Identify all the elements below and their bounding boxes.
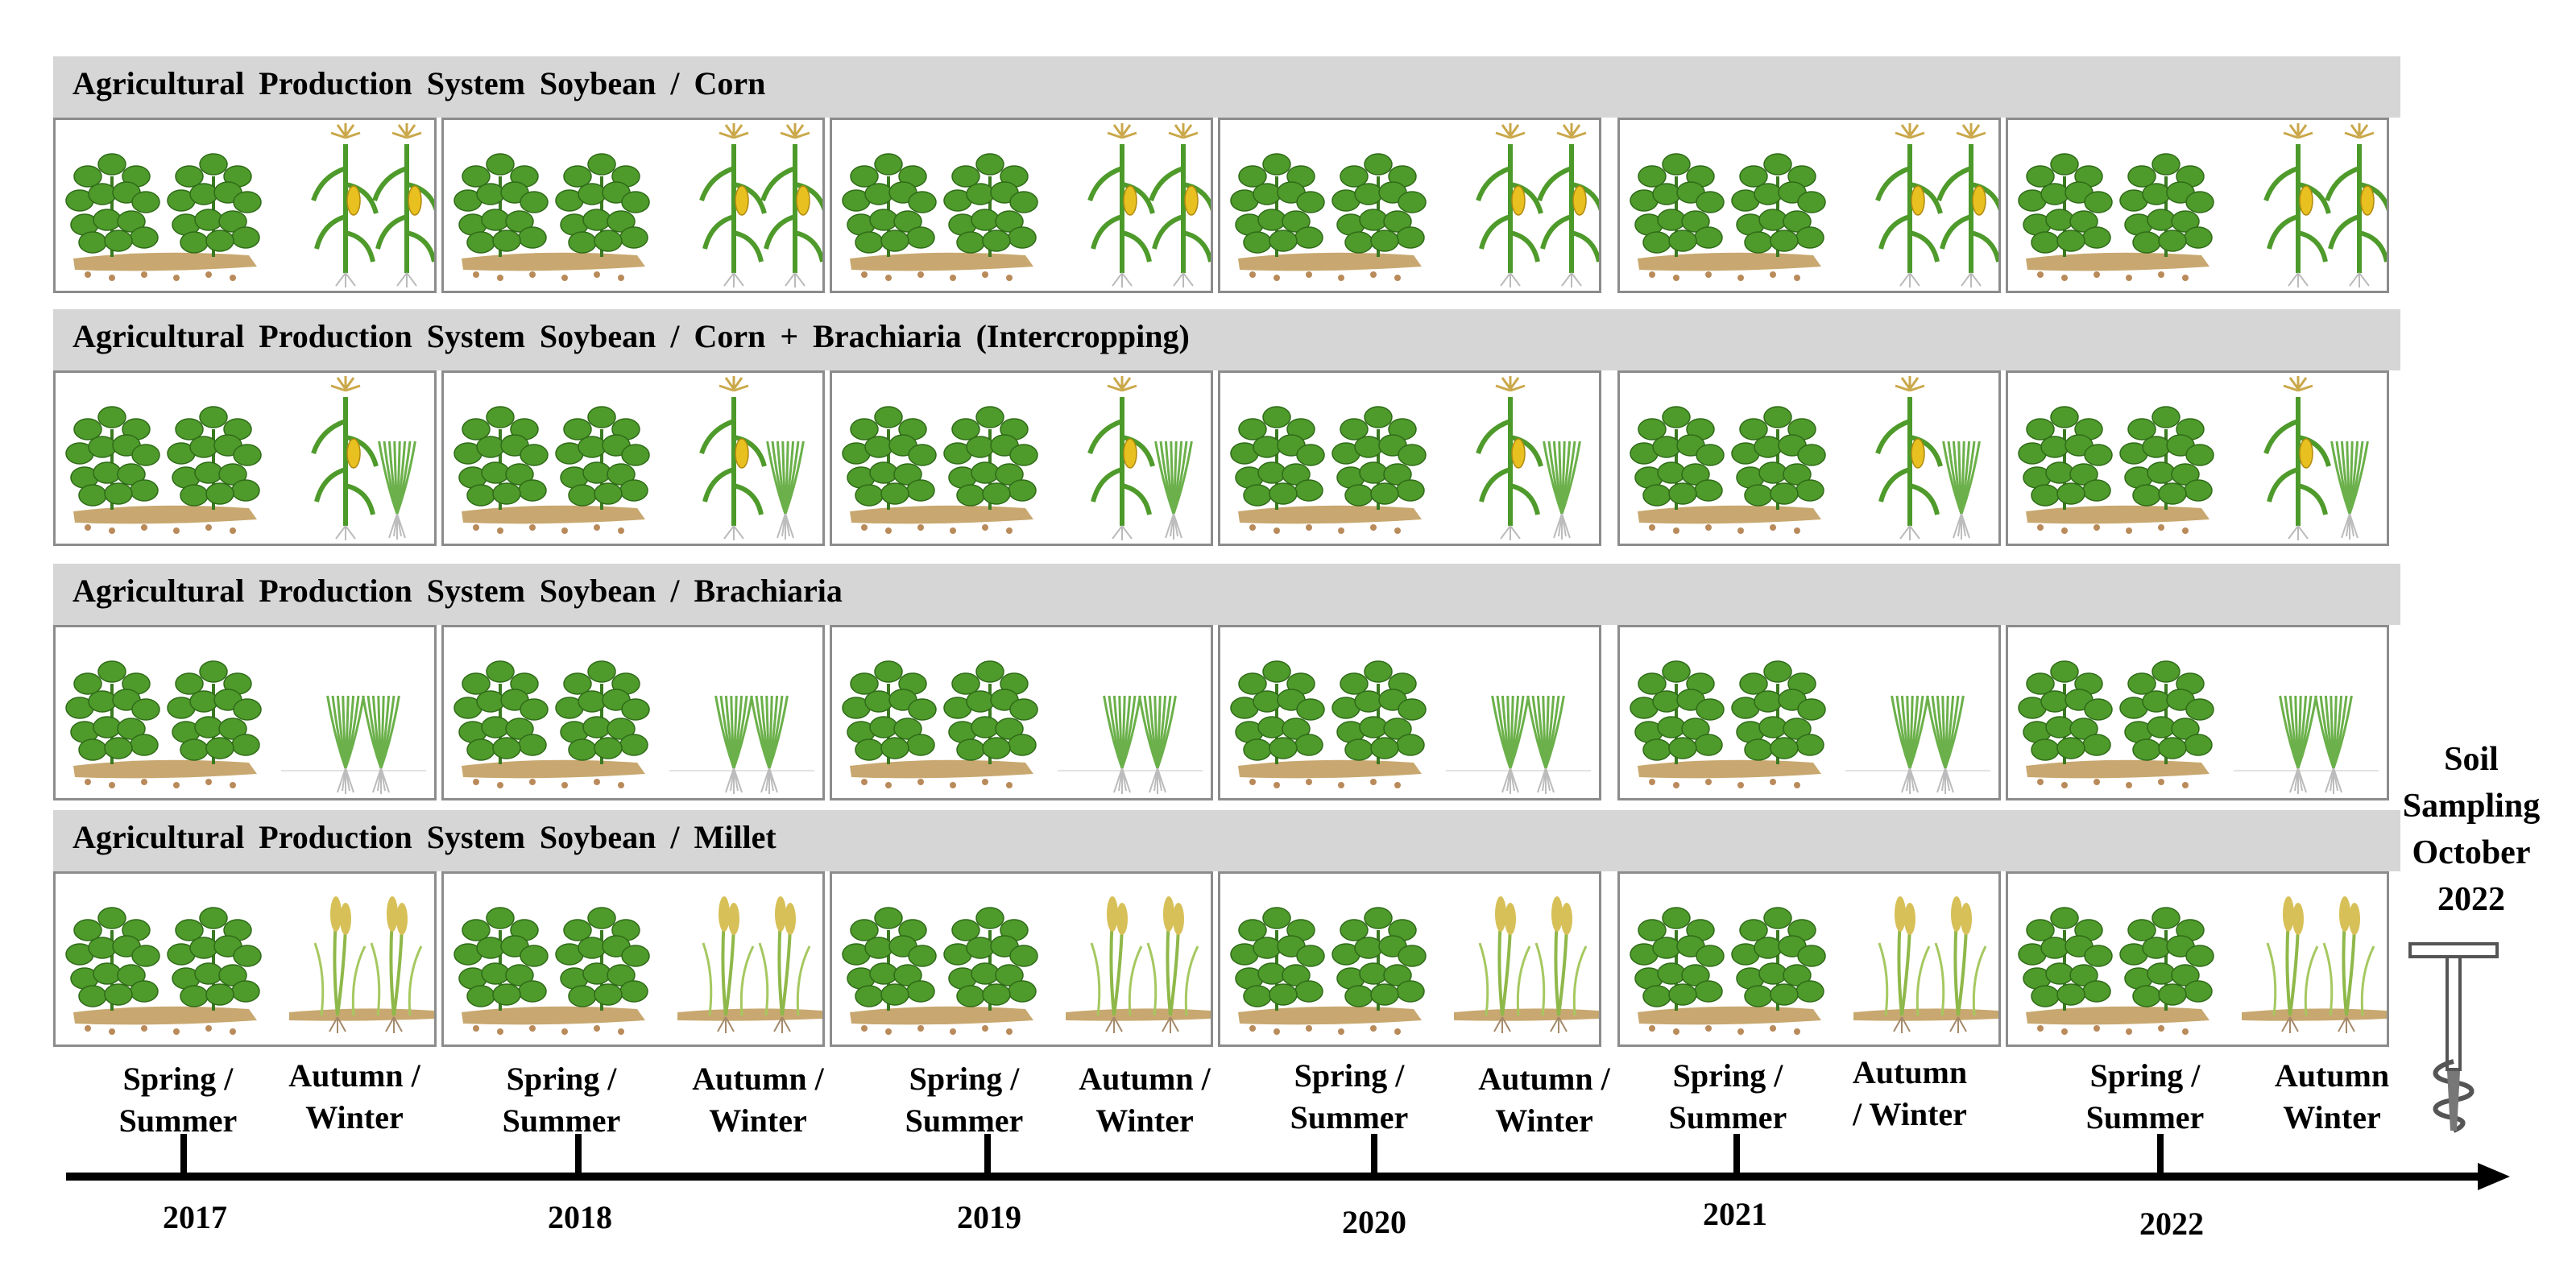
crop-panel: [1617, 118, 2001, 293]
crop-panel: [441, 118, 825, 293]
season-label: Autumn /Winter: [1478, 1061, 1610, 1139]
crop-illustration: [453, 123, 822, 287]
crop-panel: [2006, 370, 2389, 546]
crop-illustration: [453, 660, 814, 794]
season-label: Autumn /Winter: [288, 1057, 420, 1135]
year-tick: [984, 1134, 991, 1179]
crop-illustration: [1630, 376, 1981, 540]
crop-panel: [2006, 625, 2389, 800]
row-header-1: Agricultural Production System Soybean /…: [53, 56, 2400, 118]
crop-panel: [1218, 871, 1601, 1047]
row-title: Agricultural Production System Soybean /…: [72, 318, 1190, 354]
crop-panel: [830, 370, 1213, 546]
crop-illustration: [453, 376, 805, 540]
crop-illustration: [1630, 660, 1990, 794]
year-label: 2022: [2139, 1206, 2204, 1242]
crop-panel: [1617, 370, 2001, 546]
season-label: Spring /Summer: [118, 1061, 238, 1139]
crop-illustration: [1230, 896, 1599, 1035]
season-label: Spring /Summer: [502, 1061, 621, 1139]
season-label: Spring /Summer: [1668, 1057, 1787, 1135]
crop-illustration: [2018, 896, 2387, 1035]
crop-panel: [1617, 871, 2001, 1047]
crop-illustration: [1630, 896, 1998, 1035]
soil-auger-icon: [2408, 942, 2499, 1133]
crop-illustration: [65, 376, 416, 540]
season-label: Autumn /Winter: [692, 1061, 824, 1139]
crop-panel: [830, 871, 1213, 1047]
crop-panel: [441, 625, 825, 800]
year-label: 2020: [1342, 1204, 1406, 1240]
year-tick: [575, 1134, 582, 1179]
crop-panel: [1617, 625, 2001, 800]
year-label: 2019: [957, 1199, 1021, 1235]
crop-panel: [1218, 370, 1601, 546]
crop-panel: [53, 370, 437, 546]
crop-panel: [1218, 118, 1601, 293]
crop-panel: [830, 118, 1213, 293]
row-title: Agricultural Production System Soybean /…: [72, 573, 843, 609]
year-label: 2021: [1703, 1196, 1767, 1232]
crop-illustration: [1230, 660, 1591, 794]
crop-panel: [1218, 625, 1601, 800]
crop-illustration: [842, 376, 1193, 540]
crop-illustration: [2018, 376, 2369, 540]
crop-panel: [53, 625, 437, 800]
crop-illustration: [1630, 123, 1998, 287]
soil-sampling-label: Soil Sampling October 2022: [2402, 741, 2541, 918]
crop-illustration: [842, 896, 1211, 1035]
season-label: Spring /Summer: [1290, 1057, 1409, 1135]
crop-illustration: [1230, 376, 1581, 540]
crop-panel: [53, 118, 437, 293]
year-tick: [1733, 1134, 1740, 1179]
crop-panel: [2006, 871, 2389, 1047]
crop-illustration: [842, 123, 1211, 287]
crop-panel: [830, 625, 1213, 800]
year-tick: [2157, 1134, 2164, 1179]
crop-illustration: [1230, 123, 1599, 287]
year-tick: [180, 1134, 187, 1179]
row-header-2: Agricultural Production System Soybean /…: [53, 309, 2400, 370]
row-title: Agricultural Production System Soybean /…: [72, 819, 777, 855]
season-label: Spring /Summer: [2085, 1057, 2205, 1135]
crop-illustration: [453, 896, 822, 1035]
year-tick: [1371, 1134, 1377, 1179]
year-label: 2017: [163, 1199, 227, 1235]
season-label: Autumn /Winter: [1079, 1061, 1211, 1139]
timeline-axis: [66, 1173, 2483, 1181]
row-header-3: Agricultural Production System Soybean /…: [53, 564, 2400, 625]
crop-illustration: [842, 660, 1203, 794]
row-title: Agricultural Production System Soybean /…: [72, 65, 766, 101]
crop-panel: [2006, 118, 2389, 293]
crop-panel: [53, 871, 437, 1047]
row-header-4: Agricultural Production System Soybean /…: [53, 810, 2400, 871]
crop-panel: [441, 370, 825, 546]
crop-illustration: [65, 660, 426, 794]
crop-illustration: [2018, 660, 2379, 794]
timeline-arrow-icon: [2478, 1163, 2510, 1190]
crop-illustration: [65, 123, 434, 287]
season-label: Autumn/ Winter: [1852, 1054, 1968, 1132]
crop-illustration: [2018, 123, 2387, 287]
crop-illustration: [65, 896, 434, 1035]
year-label: 2018: [548, 1199, 612, 1235]
crop-panel: [441, 871, 825, 1047]
season-label: Spring /Summer: [905, 1061, 1024, 1139]
